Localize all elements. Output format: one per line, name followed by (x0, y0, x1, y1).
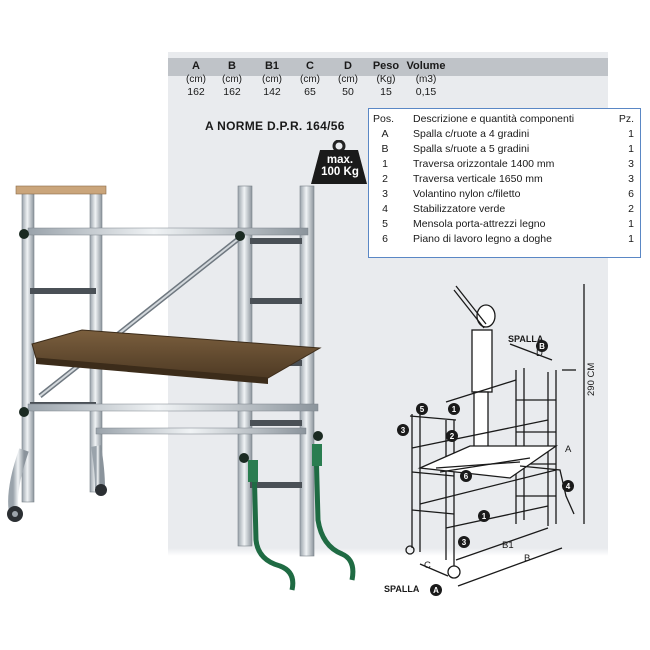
spec-col-volume: Volume (m3) 0,15 (406, 60, 446, 98)
diagram-markers (397, 340, 574, 596)
dim-b: B (524, 553, 531, 564)
spec-col-d: D (cm) 50 (338, 60, 358, 98)
marker-2: 2 (450, 432, 455, 441)
weight-badge-text: max. 100 Kg (321, 154, 359, 178)
dim-b1: B1 (502, 540, 514, 551)
spalla-b-label: SPALLA (508, 334, 544, 344)
wood-platform (31, 329, 322, 384)
marker-3: 3 (401, 426, 406, 435)
marker-4: 4 (566, 482, 571, 491)
spec-col-a: A (cm) 162 (186, 60, 206, 98)
table-row: 5 Mensola porta-attrezzi legno 1 (382, 218, 634, 230)
horizontal-bars (27, 227, 319, 435)
table-row: 6 Piano di lavoro legno a doghe 1 (382, 233, 634, 245)
dim-a: A (565, 444, 572, 455)
table-row: 2 Traversa verticale 1650 mm 3 (382, 173, 634, 185)
dim-height: 290 CM (586, 362, 597, 396)
norme-title: A NORME D.P.R. 164/56 (205, 119, 345, 133)
dim-d: D (536, 348, 543, 359)
spalla-a-label: SPALLA (384, 584, 420, 594)
marker-3b: 3 (462, 538, 467, 547)
table-row: 1 Traversa orizzontale 1400 mm 3 (382, 158, 634, 170)
spec-col-b: B (cm) 162 (222, 60, 242, 98)
marker-5: 5 (420, 405, 425, 414)
spec-header-bar (168, 58, 608, 76)
dim-c: C (424, 560, 431, 571)
table-row: A Spalla c/ruote a 4 gradini 1 (381, 128, 634, 140)
spec-col-b1: B1 (cm) 142 (262, 60, 282, 98)
table-row: B Spalla s/ruote a 5 gradini 1 (381, 143, 634, 155)
components-table: Pos. Descrizione e quantità componenti P… (368, 108, 641, 258)
marker-a: A (433, 586, 439, 595)
green-stabilizers (248, 444, 356, 591)
table-row: 3 Volantino nylon c/filetto 6 (382, 188, 634, 200)
panel-edge (168, 548, 608, 556)
spec-col-c: C (cm) 65 (300, 60, 320, 98)
marker-b: B (539, 342, 545, 351)
components-header: Pos. Descrizione e quantità componenti P… (373, 113, 634, 125)
table-row: 4 Stabilizzatore verde 2 (382, 203, 634, 215)
spec-col-peso: Peso (Kg) 15 (372, 60, 400, 98)
diagram-lines (405, 284, 585, 587)
weight-icon (311, 140, 367, 184)
marker-6: 6 (464, 472, 469, 481)
knob-icons (19, 229, 323, 463)
marker-1b: 1 (482, 512, 487, 521)
marker-1: 1 (452, 405, 457, 414)
